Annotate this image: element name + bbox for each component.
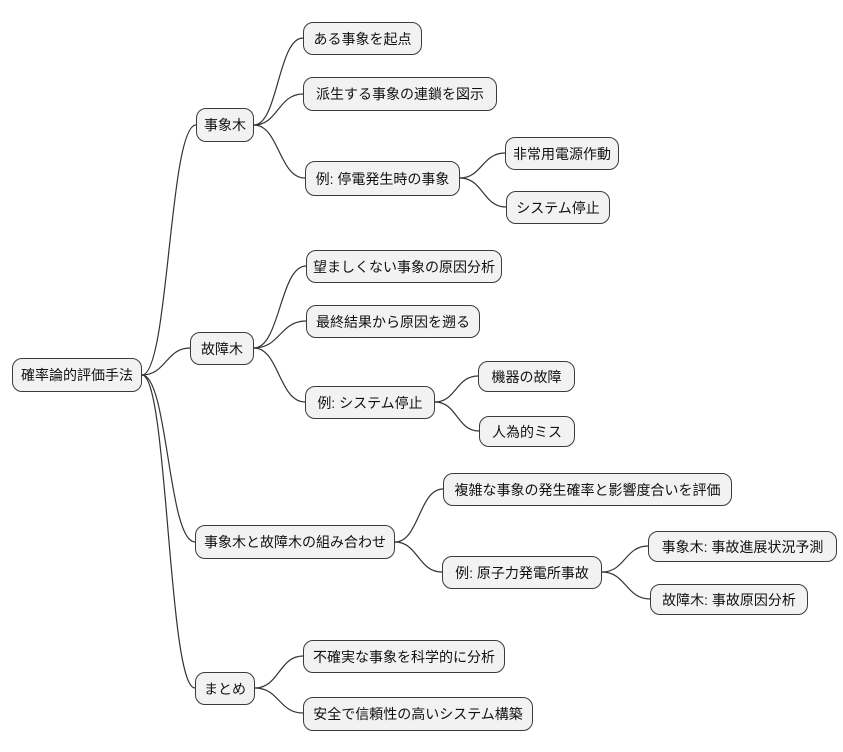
node-summary-uncertain-analysis: 不確実な事象を科学的に分析 (303, 640, 505, 673)
node-emergency-power: 非常用電源作動 (505, 137, 619, 170)
node-summary: まとめ (195, 672, 255, 705)
node-human-error: 人為的ミス (479, 416, 575, 447)
edge-summary-uncertain (254, 655, 304, 689)
edge-event-tree-example (253, 124, 306, 179)
edge-systemstop-human-error (434, 401, 480, 432)
node-event-tree-chain-diagram: 派生する事象の連鎖を図示 (303, 77, 497, 111)
edge-event-tree-start (253, 37, 304, 126)
edge-event-tree-chain (253, 93, 304, 126)
edge-root-fault-tree (141, 347, 191, 376)
edge-combination-npp (394, 541, 443, 573)
node-combination: 事象木と故障木の組み合わせ (195, 525, 395, 559)
edge-blackout-emergency-power (459, 152, 506, 179)
edge-combination-evaluation (394, 488, 444, 543)
edge-systemstop-equipment (434, 375, 479, 403)
edge-root-summary (141, 374, 196, 689)
edge-fault-tree-trace-back (253, 320, 307, 349)
edge-fault-tree-example (253, 347, 306, 403)
node-npp-event-tree: 事象木: 事故進展状況予測 (648, 531, 837, 562)
node-system-shutdown: システム停止 (506, 191, 610, 224)
node-event-tree-starting-point: ある事象を起点 (303, 22, 422, 55)
node-fault-tree-example-system-stop: 例: システム停止 (305, 386, 435, 419)
node-equipment-failure: 機器の故障 (478, 361, 575, 392)
edge-root-combination (141, 374, 196, 543)
edge-root-event-tree (141, 124, 197, 376)
node-combination-example-npp: 例: 原子力発電所事故 (442, 556, 602, 589)
edge-summary-safe-system (254, 687, 304, 714)
node-event-tree: 事象木 (196, 108, 254, 142)
edge-fault-tree-cause-analysis (253, 265, 307, 349)
node-event-tree-example-blackout: 例: 停電発生時の事象 (305, 161, 460, 196)
node-root: 確率論的評価手法 (12, 358, 142, 392)
node-fault-tree-cause-analysis: 望ましくない事象の原因分析 (306, 250, 502, 283)
edge-npp-event-tree (601, 545, 649, 573)
edge-blackout-system-shutdown (459, 177, 507, 208)
node-combination-evaluation: 複雑な事象の発生確率と影響度合いを評価 (443, 473, 732, 506)
edge-npp-fault-tree (601, 571, 651, 600)
node-fault-tree: 故障木 (190, 332, 254, 365)
node-fault-tree-trace-back: 最終結果から原因を遡る (306, 305, 480, 338)
node-npp-fault-tree: 故障木: 事故原因分析 (650, 584, 808, 615)
node-summary-safe-system: 安全で信頼性の高いシステム構築 (303, 697, 533, 731)
